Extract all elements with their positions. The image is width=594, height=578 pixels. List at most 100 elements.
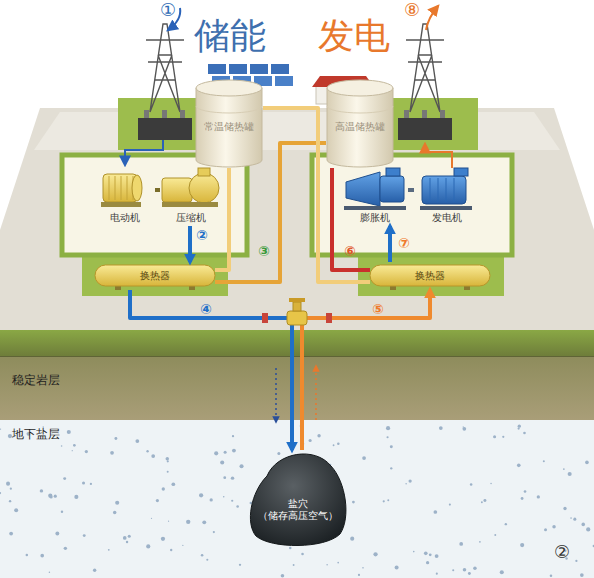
callout-number: ④ xyxy=(200,302,212,316)
transformer xyxy=(404,110,409,118)
flow-pipe xyxy=(302,290,430,450)
salt-speckle xyxy=(390,467,392,469)
salt-speckle xyxy=(494,534,496,536)
salt-speckle xyxy=(481,501,483,503)
salt-speckle xyxy=(449,504,451,506)
salt-speckle xyxy=(524,490,527,493)
salt-speckle xyxy=(544,528,547,531)
salt-speckle xyxy=(50,495,53,498)
transmission-tower xyxy=(146,24,444,112)
text-group: 换热器 xyxy=(95,266,215,286)
salt-speckle xyxy=(170,549,172,551)
compressor-base xyxy=(162,202,218,207)
salt-speckle xyxy=(433,510,437,514)
salt-speckle xyxy=(115,501,119,505)
generator-rib xyxy=(454,178,455,202)
salt-speckle xyxy=(128,535,131,538)
text-group: 盐穴（储存高压空气） xyxy=(245,492,350,528)
expander-stack xyxy=(386,168,400,176)
generator-body xyxy=(422,176,466,204)
salt-speckle xyxy=(362,567,364,569)
salt-speckle xyxy=(520,543,524,547)
control-valve xyxy=(287,311,307,325)
salt-speckle xyxy=(362,456,366,460)
salt-speckle xyxy=(167,471,169,473)
grass-patch xyxy=(82,256,228,296)
salt-speckle xyxy=(575,560,577,562)
node-label: 换热器 xyxy=(140,270,170,283)
salt-speckle xyxy=(239,464,243,468)
cave-outline xyxy=(250,454,346,546)
salt-speckle xyxy=(224,451,227,454)
salt-speckle xyxy=(162,487,165,490)
generator-machine: 发电机 xyxy=(414,168,480,226)
salt-speckle xyxy=(186,520,190,524)
salt-speckle xyxy=(568,472,572,476)
salt-speckle xyxy=(26,554,29,557)
salt-speckle xyxy=(462,427,466,431)
salt-speckle xyxy=(352,501,355,504)
salt-speckle xyxy=(563,468,565,470)
salt-speckle xyxy=(167,460,169,462)
tank-body xyxy=(196,88,262,167)
flow-pipe xyxy=(188,226,192,262)
flow-pipe xyxy=(215,143,326,282)
text-group: 地下盐层 xyxy=(12,424,60,444)
ground-slab xyxy=(0,108,594,356)
salt-speckle xyxy=(199,493,203,497)
callout-number: ⑧ xyxy=(404,1,420,19)
callout-number: ⑤ xyxy=(372,302,384,316)
motor-cap xyxy=(132,175,142,201)
salt-speckle xyxy=(232,435,234,437)
salt-speckle xyxy=(0,428,1,429)
section-heading: 发电 xyxy=(318,18,390,54)
salt-speckle xyxy=(72,450,73,451)
transmission-tower xyxy=(406,24,444,112)
transformer xyxy=(398,118,452,140)
salt-speckle xyxy=(113,511,116,514)
salt-speckle xyxy=(220,460,224,464)
compressor-volute xyxy=(189,173,219,203)
expander-casing xyxy=(380,176,404,202)
salt-speckle xyxy=(468,572,471,575)
salt-speckle xyxy=(585,461,589,465)
salt-speckle xyxy=(54,495,57,498)
salt-cave: 盐穴（储存高压空气） xyxy=(245,448,350,548)
callout-number: ⑦ xyxy=(398,236,410,250)
motor-rib xyxy=(127,176,128,200)
compressor-machine: 压缩机 xyxy=(160,168,222,226)
salt-speckle xyxy=(483,499,486,502)
salt-speckle xyxy=(223,476,226,479)
callout-number: ② xyxy=(196,228,208,242)
salt-speckle xyxy=(206,559,208,561)
salt-speckle xyxy=(333,444,335,446)
transformer xyxy=(138,110,452,140)
salt-speckle xyxy=(10,488,12,490)
salt-speckle xyxy=(479,541,481,543)
salt-speckle xyxy=(435,554,439,558)
solar-panel xyxy=(271,64,289,74)
flow-pipe xyxy=(155,188,160,192)
node-note: （储存高压空气） xyxy=(258,510,338,523)
tank-top xyxy=(327,80,393,96)
salt-speckle xyxy=(373,552,377,556)
salt-speckle xyxy=(463,426,464,427)
salt-speckle xyxy=(573,518,576,521)
salt-speckle xyxy=(517,464,521,468)
salt-speckle xyxy=(214,451,218,455)
salt-speckle xyxy=(426,561,429,564)
salt-speckle xyxy=(593,545,594,548)
salt-speckle xyxy=(213,531,215,533)
ground-slab xyxy=(0,108,594,330)
salt-speckle xyxy=(350,537,354,541)
salt-speckle xyxy=(48,494,52,498)
salt-speckle xyxy=(337,442,340,445)
salt-speckle xyxy=(387,499,389,501)
salt-speckle xyxy=(277,452,280,455)
salt-speckle xyxy=(61,445,63,447)
figure-number: ② xyxy=(554,543,570,561)
salt-speckle xyxy=(146,544,150,548)
salt-speckle xyxy=(40,489,43,492)
